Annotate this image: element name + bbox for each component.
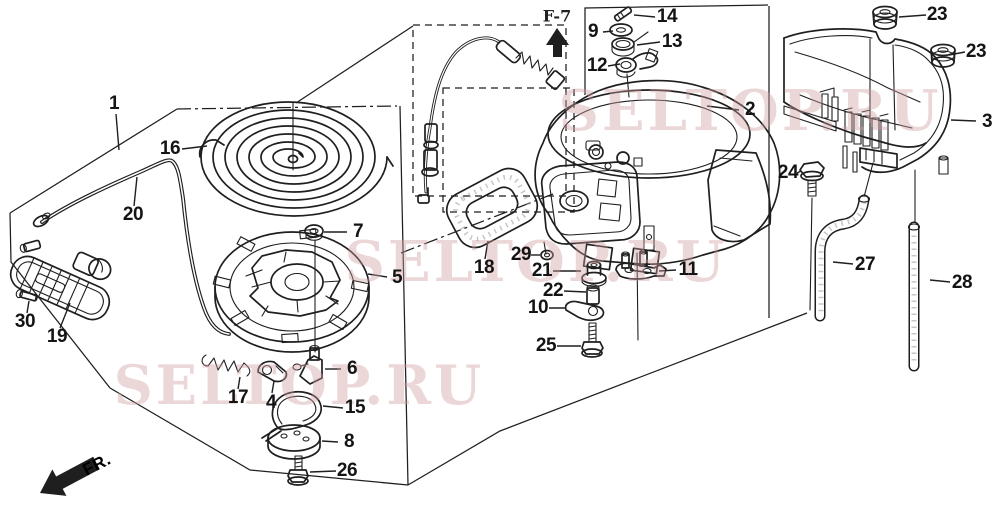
leader-line-4 (272, 381, 274, 393)
ratchet-drawing (258, 361, 286, 381)
leader-line-22 (564, 291, 586, 292)
part-callout-8: 8 (343, 431, 355, 452)
leader-line-23 (949, 52, 965, 55)
part-callout-3: 3 (981, 111, 993, 132)
spiral-spring-drawing (200, 102, 393, 216)
pulley-nut-drawing (305, 225, 323, 240)
lock-arm-drawing (566, 301, 604, 320)
part-callout-23: 23 (926, 4, 948, 25)
part-callout-15: 15 (344, 397, 366, 418)
part-callout-4: 4 (265, 392, 277, 413)
part-callout-28: 28 (951, 272, 973, 293)
part-callout-10: 10 (527, 297, 549, 318)
leader-line-8 (322, 441, 338, 442)
washer-drawing (610, 24, 632, 36)
part-callout-27: 27 (854, 254, 876, 275)
part-callout-18: 18 (473, 257, 495, 278)
part-callout-9: 9 (587, 21, 599, 42)
leader-line-9 (603, 31, 613, 32)
spacer-cylinder-drawing (587, 285, 599, 304)
part-callout-5: 5 (391, 267, 403, 288)
part-callout-7: 7 (352, 221, 364, 242)
part-callout-1: 1 (108, 93, 120, 114)
part-callout-17: 17 (227, 387, 249, 408)
part-callout-12: 12 (586, 55, 608, 76)
part-callout-24: 24 (777, 162, 799, 183)
part-callout-30: 30 (14, 311, 36, 332)
group-boundary-lines (10, 5, 807, 485)
starter-rope-drawing (19, 160, 229, 334)
friction-block-drawing (293, 346, 322, 385)
part-callout-16: 16 (159, 138, 181, 159)
leader-line-27 (833, 262, 853, 264)
part-callout-2: 2 (744, 99, 756, 120)
leader-line-5 (368, 274, 387, 277)
part-callout-19: 19 (46, 326, 68, 347)
starter-grip-drawing (6, 249, 115, 324)
explode-axis-lines (293, 74, 915, 352)
leader-line-14 (634, 15, 655, 17)
leader-line-2 (707, 106, 739, 110)
part-callout-21: 21 (531, 260, 553, 281)
set-pin-drawing (614, 6, 632, 21)
recoil-pulley-drawing (213, 229, 369, 352)
part-callout-6: 6 (346, 358, 358, 379)
leader-line-26 (310, 471, 336, 472)
flange-bolt-25-drawing (582, 323, 603, 357)
part-callout-22: 22 (542, 280, 564, 301)
leader-line-13 (637, 42, 660, 45)
cover-seal-drawing (440, 162, 543, 254)
cable-detail-dashed-box-2 (443, 88, 574, 212)
leader-line-15 (323, 406, 343, 408)
part-callout-26: 26 (336, 460, 358, 481)
collar-drawing (582, 262, 606, 287)
leader-line-17 (238, 377, 240, 389)
spring-outer-hook (200, 140, 224, 157)
spring-washer-drawing (612, 32, 648, 56)
friction-plate-cap-drawing (268, 425, 320, 459)
part-callout-20: 20 (122, 204, 144, 225)
throttle-cable-drawing (418, 38, 565, 203)
part-callout-14: 14 (656, 6, 678, 27)
cap-bolt-drawing (288, 456, 308, 485)
leader-line-1 (116, 114, 119, 150)
leader-line-16 (182, 146, 207, 149)
return-spring-drawing (202, 355, 250, 376)
part-callout-11: 11 (678, 259, 698, 280)
cable-joint-drawing (616, 250, 666, 279)
grommet-23a-drawing (873, 7, 897, 30)
leader-line-3 (951, 120, 976, 121)
section-ref-arrow-icon (546, 28, 569, 57)
grommet-23b-drawing (931, 45, 955, 68)
water-tube-drawing (909, 224, 920, 366)
cable-detail-dashed-box (413, 25, 566, 196)
leader-line-19 (60, 303, 70, 328)
air-guide-case-drawing (784, 29, 950, 174)
breather-tube-drawing (820, 196, 870, 316)
leader-line-20 (134, 177, 137, 206)
leader-line-30 (27, 301, 29, 313)
leader-line-23 (899, 15, 926, 17)
part-callout-29: 29 (510, 244, 532, 265)
leader-line-24 (797, 171, 801, 173)
part-callout-23: 23 (965, 41, 987, 62)
leader-line-12 (608, 64, 620, 66)
recoil-cover-drawing (535, 81, 780, 274)
flange-bolt-24-drawing (800, 162, 824, 196)
callout-leader-lines (27, 15, 976, 472)
part-callout-13: 13 (661, 31, 683, 52)
section-ref-label: F-7 (542, 6, 572, 26)
nut-29-drawing (541, 251, 553, 260)
leader-line-28 (930, 280, 950, 282)
leader-line-11 (659, 270, 676, 271)
part-callout-25: 25 (535, 335, 557, 356)
fr-direction-arrow-icon (39, 456, 100, 496)
grip-pin-drawing (15, 289, 37, 302)
leader-line-18 (485, 241, 488, 259)
